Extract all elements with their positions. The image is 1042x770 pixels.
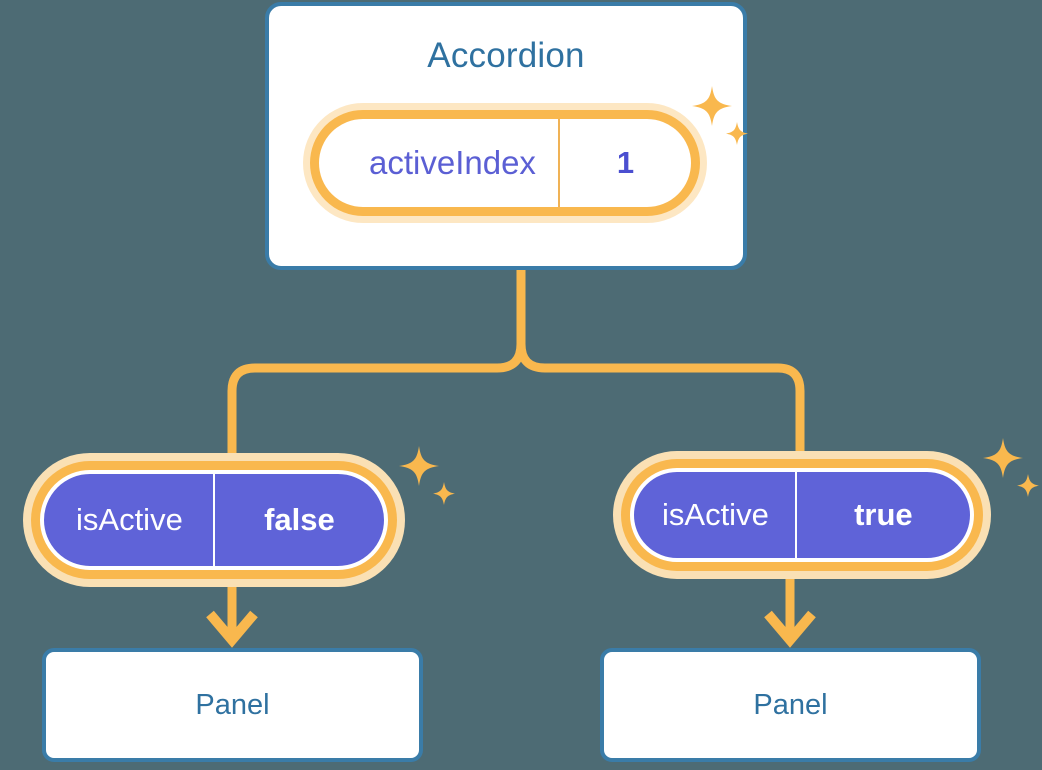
prop-divider xyxy=(794,472,797,558)
prop-pill-is-active-true[interactable]: isActive true xyxy=(630,468,974,562)
prop-value: false xyxy=(215,474,384,566)
prop-key: isActive xyxy=(44,474,213,566)
wire-root-to-split xyxy=(227,263,526,475)
panel-component-card-left[interactable]: Panel xyxy=(42,648,423,762)
prop-pill-active-index[interactable]: activeIndex 1 xyxy=(310,110,700,216)
prop-divider xyxy=(557,119,560,207)
prop-value-label: true xyxy=(854,497,913,532)
sparkle-icon xyxy=(398,440,460,512)
prop-pill-is-active-false[interactable]: isActive false xyxy=(40,470,388,570)
prop-key-label: isActive xyxy=(662,497,769,532)
panel-title: Panel xyxy=(195,688,270,721)
prop-key-label: activeIndex xyxy=(369,144,536,181)
panel-title: Panel xyxy=(753,688,828,721)
wire-left-pill-to-panel xyxy=(206,570,258,648)
prop-divider xyxy=(212,474,215,566)
panel-component-card-right[interactable]: Panel xyxy=(600,648,981,762)
prop-key: isActive xyxy=(634,472,795,558)
prop-key: activeIndex xyxy=(319,119,558,207)
prop-value-label: 1 xyxy=(616,145,635,180)
prop-key-label: isActive xyxy=(76,502,183,537)
wire-right-pill-to-panel xyxy=(764,562,816,648)
prop-value: true xyxy=(797,472,970,558)
wire-split-to-right xyxy=(516,339,805,473)
sparkle-icon xyxy=(982,432,1042,504)
accordion-title: Accordion xyxy=(427,36,585,75)
prop-value-label: false xyxy=(264,502,335,537)
prop-value: 1 xyxy=(560,119,691,207)
